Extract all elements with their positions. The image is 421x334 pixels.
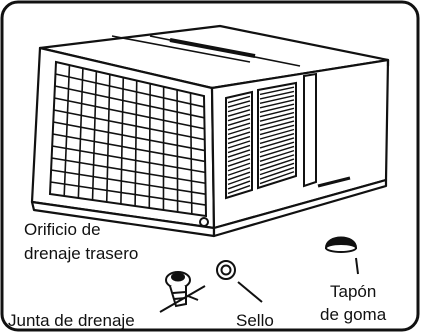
louver-slat <box>227 104 251 113</box>
grille-horizontal-bar <box>52 145 206 174</box>
grille-horizontal-bar <box>55 73 205 108</box>
louver-slat <box>227 144 251 154</box>
louver-slat <box>227 184 251 195</box>
label-rubber-plug-line1: Tapón <box>330 282 376 301</box>
louver-slat <box>259 145 295 158</box>
louver-slat <box>227 153 251 163</box>
label-rear-drain-hole-line1: Orificio de <box>24 220 101 239</box>
grille-vertical-bar <box>148 83 151 209</box>
louver-slat <box>227 135 251 145</box>
louver-slat <box>227 113 251 122</box>
louver-slat <box>259 158 295 171</box>
grille-vertical-bar <box>63 65 71 197</box>
grille-vertical-bar <box>105 74 111 203</box>
label-rubber-plug-line2: de goma <box>320 305 387 324</box>
drain-joint-part <box>165 271 191 308</box>
drain-joint-leader <box>187 295 199 301</box>
louver-slat <box>259 120 295 131</box>
drain-joint-leader-2 <box>159 285 206 313</box>
seal-leader <box>237 281 263 303</box>
louver-slat <box>227 180 251 190</box>
grille-vertical-bar <box>77 68 84 199</box>
louver-slat <box>259 90 295 100</box>
louver-slat <box>227 149 251 158</box>
louver-slat <box>259 162 295 176</box>
louver-slat <box>259 166 295 180</box>
grille-vertical-bar <box>91 71 98 201</box>
louver-slat <box>259 116 295 127</box>
louver-slat <box>227 158 251 167</box>
louver-slat <box>227 109 251 117</box>
grille-horizontal-bar <box>54 97 205 130</box>
grille-horizontal-bar <box>53 121 206 152</box>
grille-horizontal-bar <box>50 181 206 206</box>
louver-slat <box>259 141 295 154</box>
louver-slat <box>227 140 251 149</box>
louver-slat <box>259 154 295 167</box>
louver-slat <box>259 124 295 136</box>
grille-vertical-bar <box>120 77 125 205</box>
louver-slat <box>259 86 295 96</box>
louver-slat <box>259 94 295 105</box>
label-drain-joint: Junta de drenaje <box>8 311 135 330</box>
grille-horizontal-bar <box>54 85 205 119</box>
louver-slat <box>259 107 295 118</box>
louver-slat <box>259 111 295 122</box>
grille-horizontal-bar <box>52 133 206 163</box>
grille-vertical-bar <box>134 80 138 207</box>
rubber-plug-part <box>324 236 358 253</box>
label-rear-drain-hole-line2: drenaje trasero <box>24 244 138 263</box>
louver-slat <box>227 126 251 136</box>
louver-slat <box>227 95 251 104</box>
front-grille <box>48 60 208 218</box>
louver-slat <box>259 99 295 109</box>
louver-slat <box>259 149 295 162</box>
label-seal: Sello <box>236 311 274 330</box>
grille-horizontal-bar <box>50 169 206 195</box>
louver-slat <box>227 118 251 126</box>
louver-slat <box>227 162 251 172</box>
louver-slat <box>227 171 251 181</box>
side-louvers <box>227 86 295 195</box>
louver-slat <box>227 167 251 176</box>
louver-slat <box>227 122 251 131</box>
louver-slat <box>227 175 251 186</box>
grille-vertical-bar <box>189 92 193 215</box>
louver-slat <box>227 131 251 140</box>
louver-slat <box>259 133 295 145</box>
louver-slat <box>259 128 295 140</box>
rear-drain-hole <box>199 217 209 227</box>
louver-slat <box>259 103 295 113</box>
rubber-plug-leader <box>355 257 359 275</box>
louver-slat <box>227 100 251 108</box>
air-conditioner-unit <box>30 24 390 238</box>
louver-slat <box>259 137 295 149</box>
side-vent-frames <box>225 72 351 200</box>
grille-horizontal-bar <box>51 157 206 185</box>
seal-part <box>216 260 236 280</box>
louver-slat <box>259 171 295 185</box>
grille-vertical-bar <box>176 89 179 213</box>
grille-horizontal-bar <box>53 109 205 141</box>
grille-border <box>48 60 208 218</box>
